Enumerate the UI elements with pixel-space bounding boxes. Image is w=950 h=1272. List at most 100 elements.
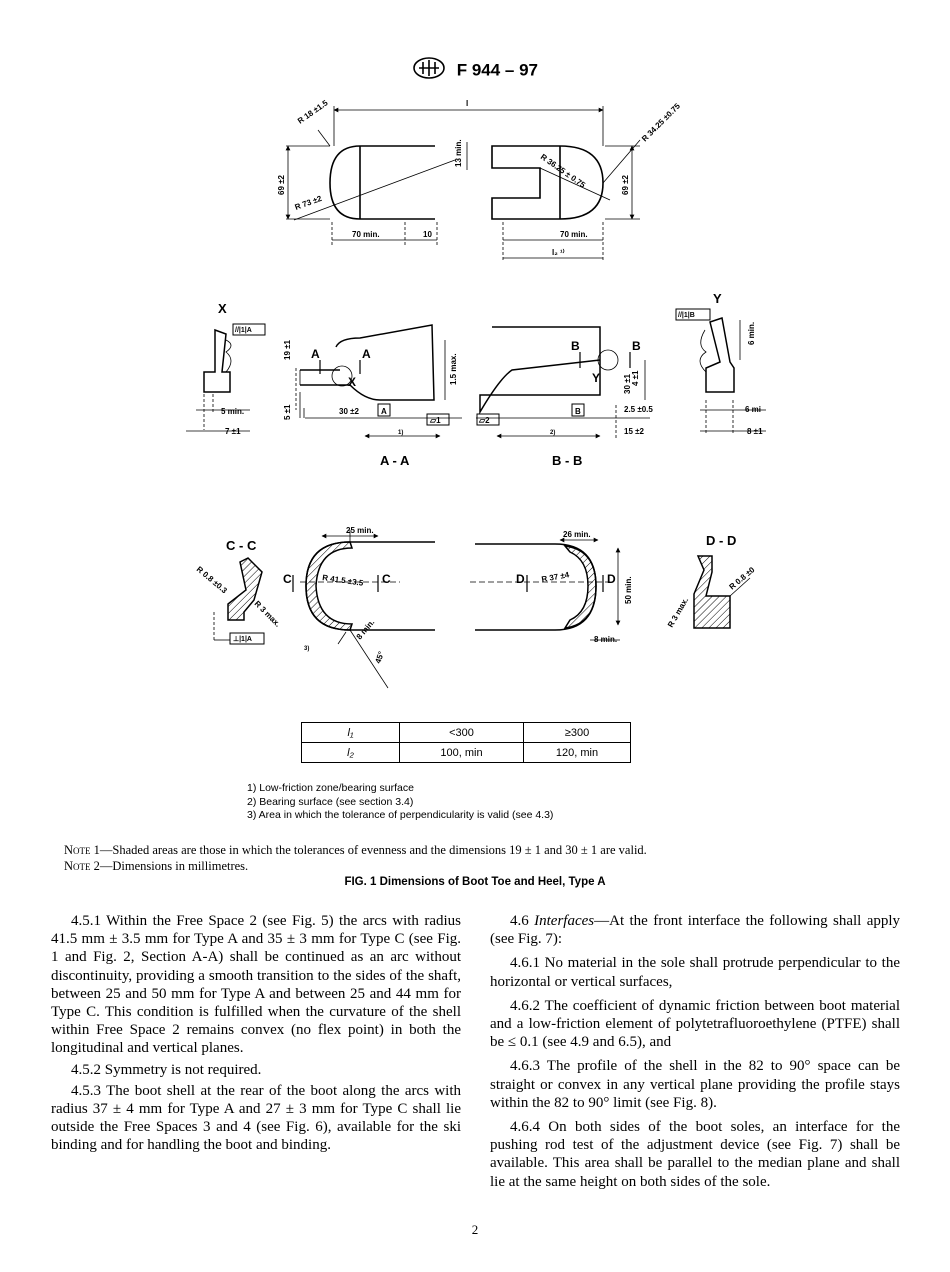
dim-30-b: 30 ±1 [623, 373, 632, 394]
dim-6mi: 6 mi [745, 405, 761, 414]
label-a-right: A [362, 347, 371, 361]
section-title: Interfaces [534, 913, 595, 929]
page-number: 2 [471, 1222, 479, 1237]
datum-b: B [575, 407, 581, 416]
paragraph-4-6-2: 4.6.2 The coefficient of dynamic frictio… [490, 997, 900, 1051]
section-number: 4.6 [510, 913, 535, 929]
table-cell: l₁ [301, 722, 400, 743]
perp-tol: ⊥|1|A [233, 635, 252, 643]
table-row: l₂ 100, min 120, min [301, 742, 631, 763]
right-column: 4.6 Interfaces—At the front interface th… [490, 912, 900, 1197]
astm-logo-icon [412, 56, 446, 85]
table-cell: <300 [399, 722, 524, 743]
footnote-ref-3: 3) [304, 646, 309, 652]
dim-r0-8-d: R 0.8 ±0 [728, 565, 757, 592]
figure-caption: FIG. 1 Dimensions of Boot Toe and Heel, … [344, 876, 606, 888]
label-c-left: C [283, 572, 292, 586]
page-header: F 944 – 97 [0, 56, 950, 85]
dim-l2: l₂ ¹⁾ [552, 248, 565, 257]
dim-5: 5 ±1 [283, 404, 292, 420]
dim-7: 7 ±1 [225, 427, 241, 436]
paragraph-4-6-3: 4.6.3 The profile of the shell in the 82… [490, 1058, 900, 1111]
table-cell: ≥300 [523, 722, 631, 743]
dim-8: 8 ±1 [747, 427, 763, 436]
paragraph-4-5-1: 4.5.1 Within the Free Space 2 (see Fig. … [51, 913, 461, 1057]
dim-45deg: 45° [373, 650, 386, 664]
dim-19: 19 ±1 [283, 339, 292, 360]
tol-x: //|1|A [235, 327, 252, 334]
figure-notes: Note 1—Shaded areas are those in which t… [64, 842, 884, 874]
paragraph-4-5-2: 4.5.2 Symmetry is not required. [71, 1061, 262, 1078]
dim-r41-5: R 41.5 ±3.5 [322, 573, 365, 588]
dim-r3-c: R 3 max. [253, 599, 283, 629]
dim-30-a: 30 ±2 [339, 407, 360, 416]
middle-labels: X //|1|A 5 min. 7 ±1 19 ±1 5 ±1 A A X 30… [218, 291, 763, 468]
dimension-table: l₁ <300 ≥300 l₂ 100, min 120, min [301, 722, 631, 763]
label-y-marker: Y [592, 371, 600, 385]
paragraph-4-6-4: 4.6.4 On both sides of the boot soles, a… [490, 1119, 900, 1190]
dim-6min-y: 6 min. [747, 322, 756, 345]
dim-70min-right: 70 min. [560, 230, 588, 239]
designation: F 944 – 97 [456, 60, 538, 80]
label-dd: D - D [706, 533, 736, 548]
dim-r3-d: R 3 max. [666, 596, 690, 629]
dim-r34-25: R 34.25 ±0.75 [640, 101, 682, 143]
dim-1-5max: 1.5 max. [449, 353, 458, 385]
label-d-right: D [607, 572, 616, 586]
paragraph-4-6-1: 4.6.1 No material in the sole shall prot… [490, 955, 900, 990]
label-y: Y [713, 291, 722, 306]
dim-70min-left: 70 min. [352, 230, 380, 239]
dim-5min-x: 5 min. [221, 407, 244, 416]
top-plan-view [285, 106, 641, 262]
dim-r18: R 18 ±1.5 [296, 98, 330, 126]
table-cell: l₂ [301, 742, 400, 763]
dim-r73: R 73 ±2 [294, 194, 324, 212]
section-text: —At the front interface the following sh… [490, 913, 901, 948]
dim-13min: 13 min. [454, 139, 463, 167]
footnote-ref-2: 2) [550, 430, 555, 436]
footnote-ref-1: 1) [398, 430, 403, 436]
footnote: 2) Bearing surface (see section 3.4) [247, 795, 414, 808]
figure-footnotes: 1) Low-friction zone/bearing surface 2) … [247, 782, 553, 823]
dim-10: 10 [423, 230, 432, 239]
paragraph-4-5-3: 4.5.3 The boot shell at the rear of the … [51, 1082, 461, 1154]
label-aa: A - A [380, 453, 410, 468]
bottom-labels: C - C R 0.8 ±0.3 R 3 max. ⊥|1|A 25 min. … [195, 526, 757, 665]
footnote: 1) Low-friction zone/bearing surface [247, 782, 414, 794]
label-c-right: C [382, 572, 391, 586]
dim-50min: 50 min. [624, 576, 633, 604]
dim-15: 15 ±2 [624, 427, 645, 436]
flatness-2: ▱2 [478, 416, 490, 425]
table-cell: 120, min [523, 742, 631, 763]
dim-25min: 25 min. [346, 526, 374, 535]
note-label: Note 2 [64, 859, 100, 873]
label-b-right: B [632, 339, 641, 353]
dim-26min: 26 min. [563, 530, 591, 539]
dim-69-right: 69 ±2 [621, 174, 630, 195]
footnote: 3) Area in which the tolerance of perpen… [247, 809, 554, 821]
label-d-left: D [516, 572, 525, 586]
figure-1-drawing: l R 18 ±1.5 R 73 ±2 69 ±2 13 min. R 34.2… [186, 98, 766, 689]
note-text: —Dimensions in millimetres. [99, 859, 249, 873]
table-cell: 100, min [399, 742, 524, 763]
label-x-marker: X [348, 375, 356, 389]
label-b-left: B [571, 339, 580, 353]
dim-69-left: 69 ±2 [277, 174, 286, 195]
dim-4: 4 ±1 [631, 370, 640, 386]
dim-l: l [466, 99, 468, 108]
label-a-left: A [311, 347, 320, 361]
note-text: —Shaded areas are those in which the tol… [99, 843, 647, 857]
bottom-sections [213, 530, 751, 689]
note-label: Note 1 [64, 843, 100, 857]
label-x: X [218, 301, 227, 316]
flatness-1: ▱1 [429, 416, 441, 425]
tol-y: //|1|B [678, 312, 695, 319]
table-row: l₁ <300 ≥300 [301, 722, 631, 743]
label-bb: B - B [552, 453, 582, 468]
note-2: Note 2—Dimensions in millimetres. [64, 858, 884, 874]
top-plan-labels: l R 18 ±1.5 R 73 ±2 69 ±2 13 min. R 34.2… [277, 98, 682, 257]
note-1: Note 1—Shaded areas are those in which t… [64, 842, 884, 858]
left-column: 4.5.1 Within the Free Space 2 (see Fig. … [51, 912, 461, 1158]
datum-a: A [381, 407, 387, 416]
